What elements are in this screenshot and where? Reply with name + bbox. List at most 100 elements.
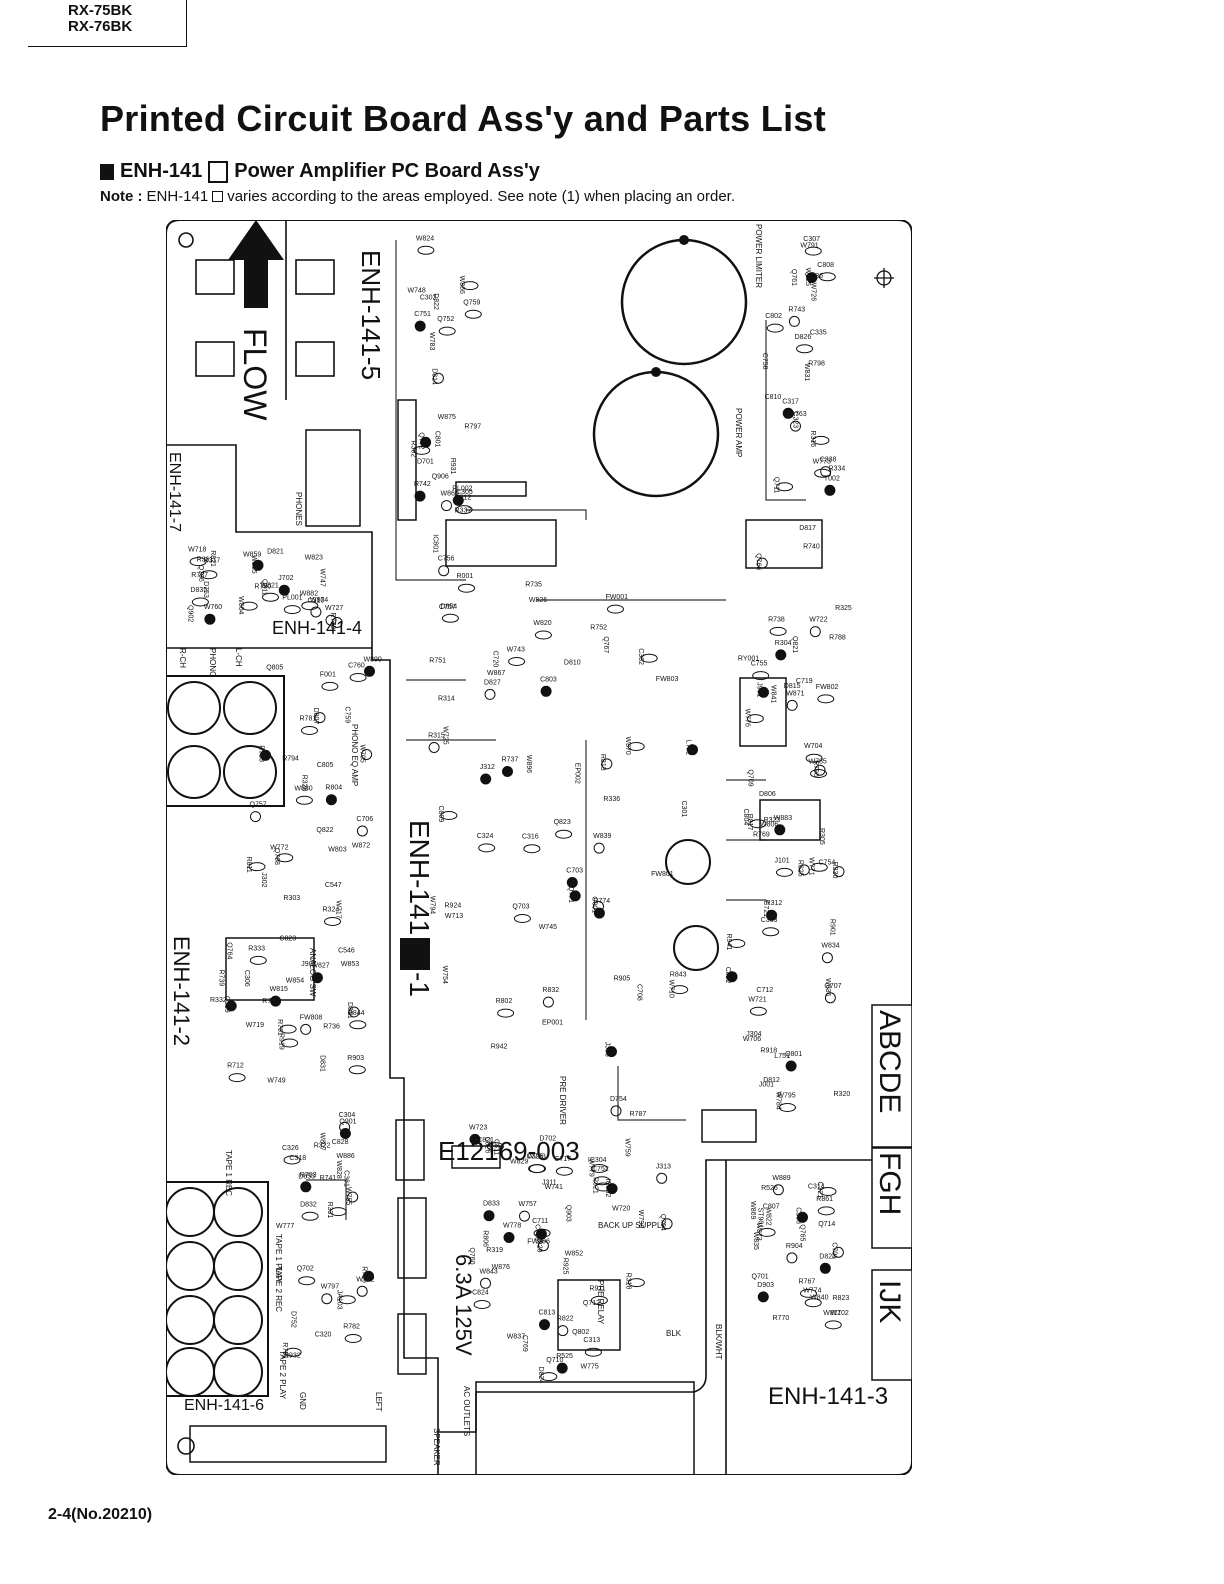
block-label: L-CH [234, 648, 243, 667]
component-body [283, 605, 301, 615]
component-label: W777 [276, 1223, 294, 1230]
component-label: R791 [281, 1342, 288, 1359]
component-body [594, 1182, 612, 1192]
component-label: C721 [762, 900, 769, 917]
transistor-body [824, 992, 836, 1004]
component-label: W721 [748, 996, 766, 1003]
component-label: Q906 [432, 473, 449, 480]
section-label-enh-141-1-suffix: -1 [404, 972, 435, 997]
component-label: R740 [803, 544, 820, 551]
component-label: C317 [782, 398, 799, 405]
transistor-body [661, 1218, 673, 1230]
component-body [455, 505, 473, 515]
component-label: W890 [364, 656, 382, 663]
component-label: R769 [753, 831, 770, 838]
component-label: W720 [612, 1205, 630, 1212]
component-label: D817 [799, 525, 816, 532]
component-label: W794 [429, 896, 436, 914]
transistor-body [469, 1133, 481, 1145]
transistor-body [610, 1105, 622, 1117]
component-label: R324 [323, 907, 340, 914]
capacitor-c801 [620, 238, 748, 366]
component-label: D701 [417, 459, 434, 466]
component-label: Q802 [572, 1329, 589, 1336]
component-body [810, 769, 827, 778]
component-label: C807 [763, 1204, 780, 1211]
component-label: R001 [457, 573, 474, 580]
component-label: W778 [503, 1223, 521, 1230]
component-label: W811 [823, 1310, 841, 1317]
transistor-body [656, 1172, 668, 1184]
component-label: PL001 [282, 595, 302, 602]
block-label: GND [298, 1392, 307, 1410]
component-label: D754 [610, 1096, 627, 1103]
component-label: C307 [803, 236, 820, 243]
component-label: C703 [566, 868, 583, 875]
component-label: C310 [308, 598, 325, 605]
component-label: Q752 [437, 316, 454, 323]
model-header-box [28, 0, 187, 47]
component-label: D824 [537, 1367, 544, 1384]
transistor-body [786, 1252, 798, 1264]
component-label: R802 [496, 998, 513, 1005]
component-label: D753 [202, 581, 209, 598]
component-label: Q823 [554, 819, 571, 826]
component-label: W831 [803, 363, 810, 381]
component-label: R919 [278, 1033, 285, 1050]
component-label: R752 [590, 625, 607, 632]
page-footer: 2-4(No.20210) [48, 1506, 152, 1524]
component-label: W776 [743, 709, 750, 727]
component-label: C826 [483, 1137, 490, 1154]
component-label: R941 [725, 934, 732, 951]
component-label: Q768 [273, 848, 280, 865]
component-label: R932 [284, 1353, 301, 1360]
component-label: W759 [624, 1138, 631, 1156]
component-body [281, 1038, 299, 1048]
component-body [804, 1298, 822, 1308]
component-label: R794 [282, 755, 299, 762]
component-label: R787 [630, 1111, 647, 1118]
component-body [301, 1211, 319, 1221]
component-label: W723 [469, 1124, 487, 1131]
component-label: R337 [455, 508, 472, 515]
component-body [534, 630, 552, 640]
component-label: C320 [315, 1331, 332, 1338]
component-body [818, 272, 836, 282]
component-body [752, 671, 770, 681]
component-label: W741 [545, 1184, 563, 1191]
block-label: PHONO EQ AMP [350, 724, 359, 786]
transistor-body [821, 952, 833, 964]
component-label: W836 [805, 273, 823, 280]
component-label: W725 [441, 726, 448, 744]
component-label: C759 [344, 706, 351, 723]
component-body [555, 1166, 573, 1176]
transistor-body [432, 372, 444, 384]
transistor-body [364, 665, 375, 677]
component-body [805, 753, 823, 763]
component-label: C811 [493, 1139, 500, 1155]
transistor-body [250, 811, 261, 823]
component-label: W706 [743, 1036, 761, 1043]
component-label: W883 [774, 815, 792, 822]
transistor-body [204, 613, 216, 625]
component-label: W710 [668, 980, 675, 998]
component-label: R739 [218, 969, 225, 986]
component-label: R305 [818, 828, 825, 845]
component-label: Q702 [297, 1266, 314, 1273]
component-label: L751 [774, 1053, 790, 1060]
upper-left-pads [177, 232, 335, 1455]
component-label: C758 [761, 353, 768, 370]
component-label: W866 [458, 276, 465, 294]
component-label: W870 [624, 737, 631, 755]
component-label: IC801 [432, 534, 439, 553]
component-label: R904 [786, 1243, 803, 1250]
transistor-body [225, 1000, 237, 1012]
transistor-body [361, 749, 373, 760]
transistor-body [363, 1270, 374, 1282]
transistor-body [452, 494, 464, 506]
component-label: W823 [305, 555, 323, 562]
transistor-body [772, 1184, 784, 1196]
component-label: Q701 [752, 1274, 769, 1281]
component-label: W760 [204, 604, 222, 611]
